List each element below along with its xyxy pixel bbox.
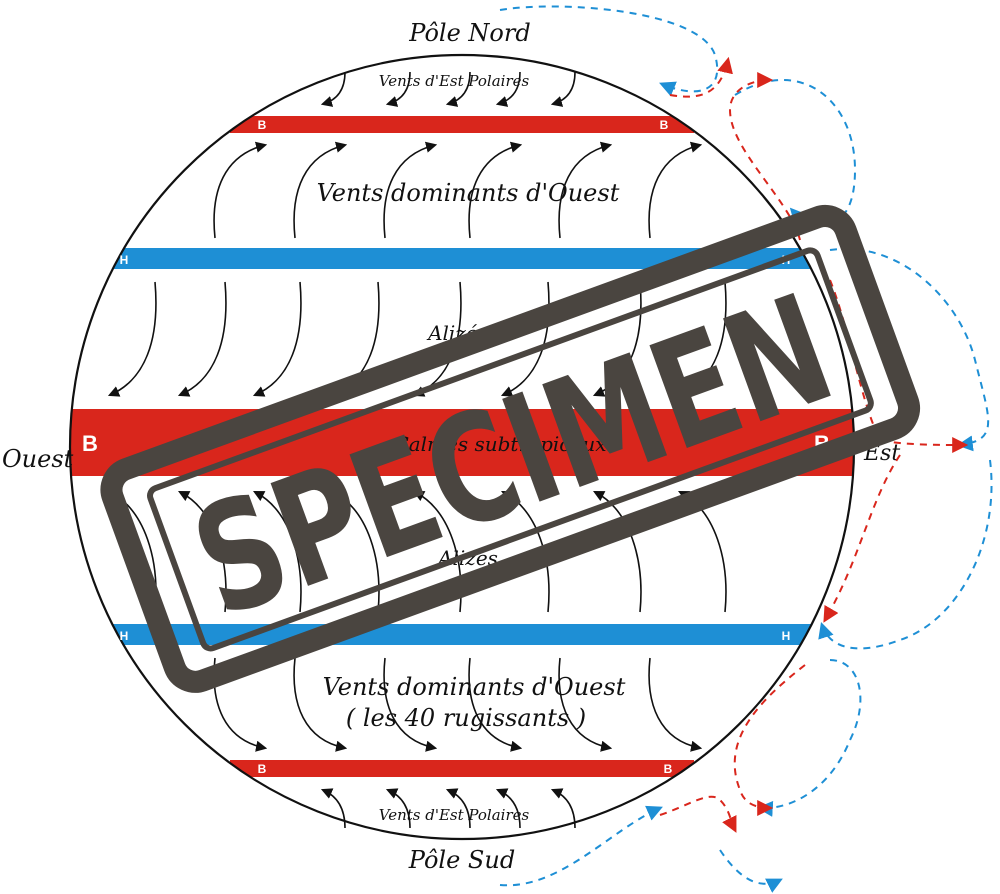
trade-wind-arrow [501, 490, 550, 613]
low-pressure-band-north [230, 116, 694, 133]
high-pressure-band-south [70, 624, 854, 645]
north-pole-label: Pôle Nord [408, 19, 530, 47]
westerly-arrow [468, 141, 523, 239]
west-label: Ouest [2, 445, 74, 473]
trade-wind-arrow [593, 490, 642, 613]
westerly-arrow [468, 657, 523, 752]
hadley-cell-north-blue [829, 247, 990, 452]
polar-easterly-arrow [385, 71, 411, 107]
westerly-arrow [383, 141, 438, 239]
westerlies-north-label: Vents dominants d'Ouest [317, 179, 620, 207]
low-letter: B [258, 762, 267, 776]
polar-cell-south-blue [499, 805, 663, 887]
ferrel-cell-north-red [728, 72, 801, 241]
calms-label: Calmes subtropicaux [393, 432, 606, 456]
trade-wind-arrow [253, 490, 302, 613]
westerly-arrow [558, 141, 613, 239]
high-letter: H [120, 253, 129, 267]
ferrel-cell-south-red [733, 664, 806, 816]
stamp-outer-frame [100, 205, 921, 693]
trade-wind-arrow [500, 281, 550, 397]
polar-cell-north-red [669, 56, 733, 98]
westerly-arrow [648, 141, 703, 239]
south-pole-label: Pôle Sud [408, 846, 515, 874]
low-letter: B [82, 431, 98, 456]
westerly-arrow [648, 657, 703, 752]
trade-wind-arrow [178, 490, 227, 613]
low-pressure-band-south [230, 760, 694, 777]
polar-easterly-arrow [320, 71, 346, 107]
zone-labels: Pôle Nord Vents d'Est Polaires Vents dom… [2, 19, 900, 874]
polar-easterly-arrow [445, 788, 471, 829]
hadley-cell-south-blue [818, 459, 993, 650]
polar-easterly-arrow [550, 788, 576, 829]
polar-easterlies-north-label: Vents d'Est Polaires [379, 72, 530, 90]
circulation-cells [499, 5, 993, 893]
westerly-arrow [293, 657, 348, 752]
stamp-inner-frame [147, 247, 874, 652]
polar-easterly-arrow [495, 71, 521, 107]
trade-wind-arrow [107, 281, 157, 397]
trade-wind-arrow [177, 281, 227, 397]
low-letter: B [660, 118, 669, 132]
polar-cell-south-red [659, 795, 737, 833]
trade-wind-arrow [252, 281, 302, 397]
trade-wind-arrow [592, 281, 642, 397]
hadley-cell-south-red [823, 454, 901, 623]
polar-cell-south-return [719, 849, 783, 893]
trade-wind-arrow [331, 490, 380, 613]
polar-cell-north-blue [499, 5, 719, 97]
trade-wind-arrow [677, 281, 727, 397]
westerly-arrow [558, 657, 613, 752]
westerly-arrow [213, 141, 268, 239]
polar-easterly-arrow [385, 788, 411, 829]
ferrel-cell-north-blue [734, 78, 857, 226]
roaring-forties-label: ( les 40 rugissants ) [346, 704, 586, 732]
high-letter: H [782, 629, 791, 643]
polar-easterly-arrow [550, 71, 576, 107]
low-letter: B [258, 118, 267, 132]
westerlies-south-label: Vents dominants d'Ouest [323, 673, 626, 701]
polar-easterly-arrow [445, 71, 471, 107]
polar-easterlies-south-label: Vents d'Est Polaires [379, 806, 530, 824]
low-letter: B [664, 762, 673, 776]
westerly-arrow [293, 141, 348, 239]
polar-easterly-arrow [320, 788, 346, 829]
polar-easterly-arrow [495, 788, 521, 829]
high-letter: H [120, 629, 129, 643]
westerly-arrow [383, 657, 438, 752]
